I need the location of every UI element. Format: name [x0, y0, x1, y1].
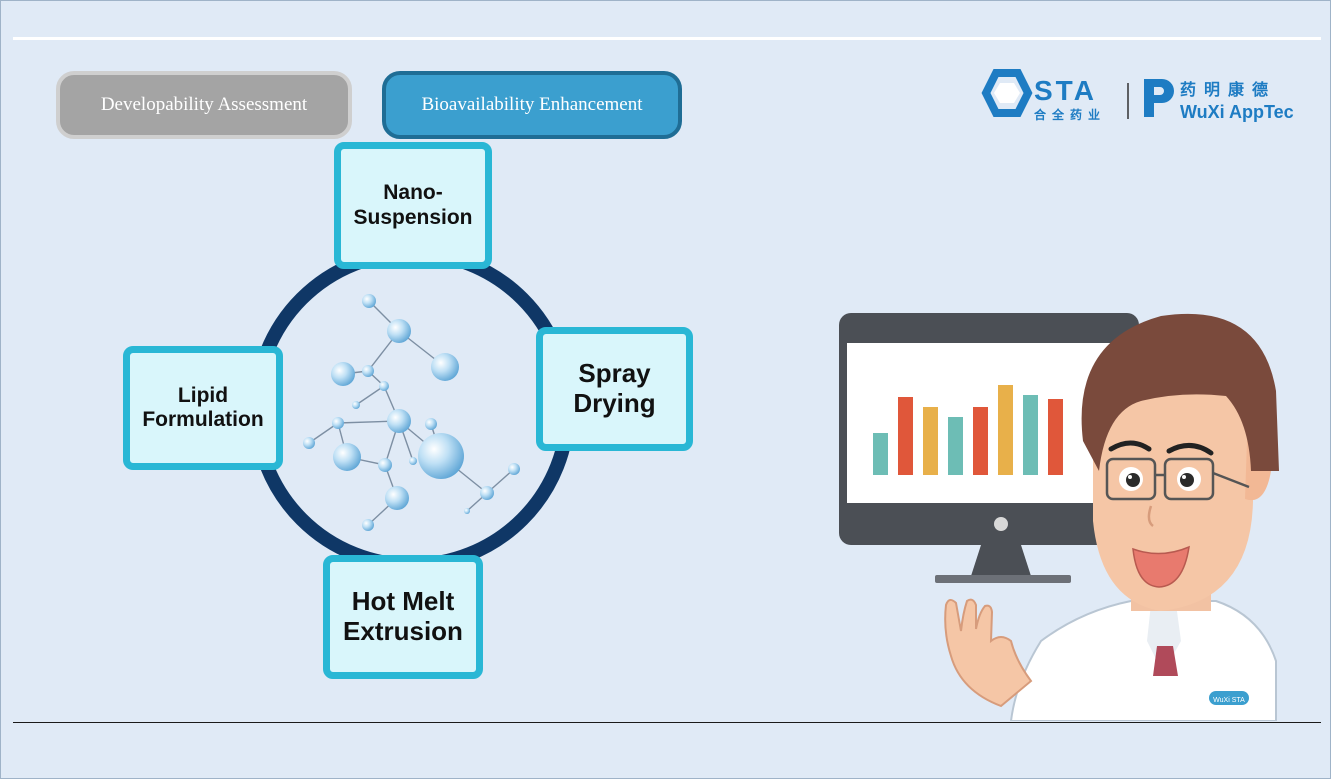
- wuxi-logo-cn: 药明康德: [1180, 80, 1276, 99]
- monitor-bar-chart: [873, 385, 1063, 475]
- method-spray-drying[interactable]: Spray Drying: [536, 327, 693, 451]
- sta-logo-cn: 合全药业: [1034, 107, 1106, 122]
- method-nano-label: Nano- Suspension: [353, 181, 473, 229]
- sta-logo-text: STA: [1034, 75, 1097, 106]
- tie: [1153, 646, 1178, 676]
- wuxi-logo-text: WuXi AppTec: [1180, 102, 1294, 122]
- hair: [1081, 313, 1279, 471]
- method-lipid-label: Lipid Formulation: [142, 383, 264, 431]
- bottom-divider: [13, 722, 1321, 723]
- monitor-bar: [898, 397, 913, 475]
- name-badge-text: WuXi STA: [1213, 697, 1245, 704]
- monitor-bar: [998, 385, 1013, 475]
- monitor-bar: [948, 417, 963, 475]
- molecule-atoms: [303, 294, 520, 531]
- wuxi-p-icon: [1144, 79, 1174, 117]
- name-badge: [1209, 691, 1249, 705]
- monitor-icon: [839, 313, 1139, 583]
- sta-hexagon-icon: [981, 69, 1033, 117]
- method-lipid-formulation[interactable]: Lipid Formulation: [123, 346, 283, 470]
- tab-bioavailability-enhancement[interactable]: Bioavailability Enhancement: [382, 71, 682, 139]
- top-divider: [13, 37, 1321, 40]
- molecule-icon: [308, 300, 515, 526]
- monitor-bar: [1023, 395, 1038, 475]
- waving-hand: [944, 598, 1033, 708]
- method-hme-label: Hot Melt Extrusion: [343, 586, 463, 646]
- tab-developability-label: Developability Assessment: [100, 94, 308, 115]
- monitor-bar: [923, 407, 938, 475]
- mouth: [1132, 545, 1190, 588]
- face: [1093, 350, 1253, 611]
- glasses-icon: [1105, 457, 1250, 501]
- tab-developability-assessment[interactable]: Developability Assessment: [56, 71, 352, 139]
- method-nano-suspension[interactable]: Nano- Suspension: [334, 142, 492, 269]
- monitor-bar: [873, 433, 888, 475]
- monitor-bar: [1048, 399, 1063, 475]
- company-logo: STA 合全药业 药明康德 WuXi AppTec: [981, 69, 1294, 122]
- tab-bioavailability-label: Bioavailability Enhancement: [421, 94, 643, 115]
- formulation-ring: [249, 246, 575, 572]
- scientist-illustration: WuXi STA: [839, 313, 1279, 721]
- method-spray-label: Spray Drying: [573, 358, 656, 418]
- monitor-bar: [973, 407, 988, 475]
- method-hot-melt-extrusion[interactable]: Hot Melt Extrusion: [323, 555, 483, 679]
